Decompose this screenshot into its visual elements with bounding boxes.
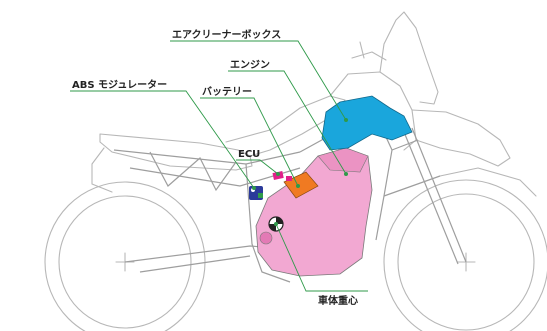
center-of-gravity-label: 車体重心 <box>318 294 358 307</box>
rear-wheel <box>44 181 206 331</box>
engine-cylinder-head <box>317 147 369 173</box>
bodywork-outline <box>91 11 537 197</box>
abs-modulator <box>249 186 263 200</box>
abs-modulator-label: ABS モジュレーター <box>72 79 167 91</box>
air-cleaner-box <box>321 95 413 151</box>
battery <box>283 171 319 199</box>
air-cleaner-box-label: エアクリーナーボックス <box>172 28 281 41</box>
battery-label: バッテリー <box>202 86 252 98</box>
ecu-connector <box>286 176 292 181</box>
leader-lines <box>70 40 368 292</box>
front-wheel <box>383 179 547 331</box>
ecu-label: ECU <box>238 149 260 160</box>
engine-sprocket <box>259 231 273 245</box>
engine-label: エンジン <box>230 59 270 71</box>
